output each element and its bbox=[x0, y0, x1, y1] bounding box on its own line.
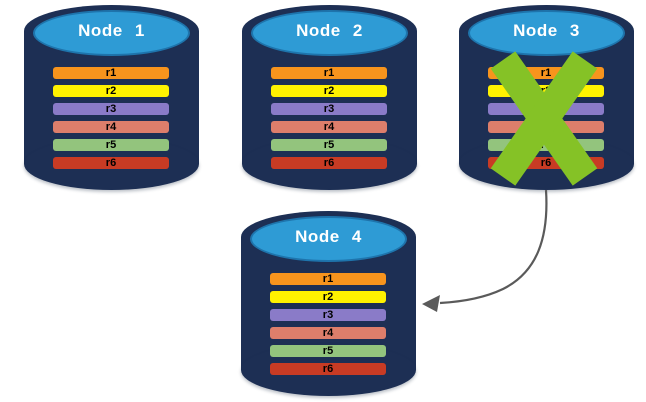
replica-bar-r5: r5 bbox=[270, 345, 386, 357]
replica-bar-r2: r2 bbox=[270, 291, 386, 303]
replica-bar-r4: r4 bbox=[53, 121, 169, 133]
node-title: Node 3 bbox=[513, 21, 580, 40]
node-3: Node 3 r1 r2 r3 r4 r5 r6 bbox=[459, 5, 634, 190]
cylinder-face bbox=[250, 216, 407, 262]
replica-stack: r1 r2 r3 r4 r5 r6 bbox=[270, 273, 386, 381]
cylinder-face bbox=[33, 10, 190, 56]
replica-bar-r5: r5 bbox=[488, 139, 604, 151]
replica-bar-r5: r5 bbox=[53, 139, 169, 151]
node-4: Node 4 r1 r2 r3 r4 r5 r6 bbox=[241, 211, 416, 396]
replica-bar-r3: r3 bbox=[488, 103, 604, 115]
replica-bar-r6: r6 bbox=[488, 157, 604, 169]
replica-bar-r4: r4 bbox=[270, 327, 386, 339]
replica-bar-r2: r2 bbox=[271, 85, 387, 97]
cylinder-face bbox=[251, 10, 408, 56]
replica-bar-r1: r1 bbox=[488, 67, 604, 79]
replica-bar-r6: r6 bbox=[271, 157, 387, 169]
replica-stack: r1 r2 r3 r4 r5 r6 bbox=[271, 67, 387, 175]
replica-bar-r4: r4 bbox=[271, 121, 387, 133]
replica-bar-r2: r2 bbox=[53, 85, 169, 97]
replica-bar-r6: r6 bbox=[270, 363, 386, 375]
replica-bar-r3: r3 bbox=[270, 309, 386, 321]
replica-bar-r5: r5 bbox=[271, 139, 387, 151]
replica-stack: r1 r2 r3 r4 r5 r6 bbox=[488, 67, 604, 175]
replica-bar-r3: r3 bbox=[53, 103, 169, 115]
replica-bar-r2: r2 bbox=[488, 85, 604, 97]
replica-stack: r1 r2 r3 r4 r5 r6 bbox=[53, 67, 169, 175]
replica-bar-r4: r4 bbox=[488, 121, 604, 133]
curved-arrow-icon bbox=[422, 189, 548, 312]
node-title: Node 2 bbox=[296, 21, 363, 40]
node-1: Node 1 r1 r2 r3 r4 r5 r6 bbox=[24, 5, 199, 190]
replica-bar-r1: r1 bbox=[270, 273, 386, 285]
node-title: Node 4 bbox=[295, 227, 362, 246]
replica-bar-r6: r6 bbox=[53, 157, 169, 169]
node-2: Node 2 r1 r2 r3 r4 r5 r6 bbox=[242, 5, 417, 190]
node-title: Node 1 bbox=[78, 21, 145, 40]
replica-bar-r1: r1 bbox=[271, 67, 387, 79]
replica-bar-r3: r3 bbox=[271, 103, 387, 115]
replica-bar-r1: r1 bbox=[53, 67, 169, 79]
